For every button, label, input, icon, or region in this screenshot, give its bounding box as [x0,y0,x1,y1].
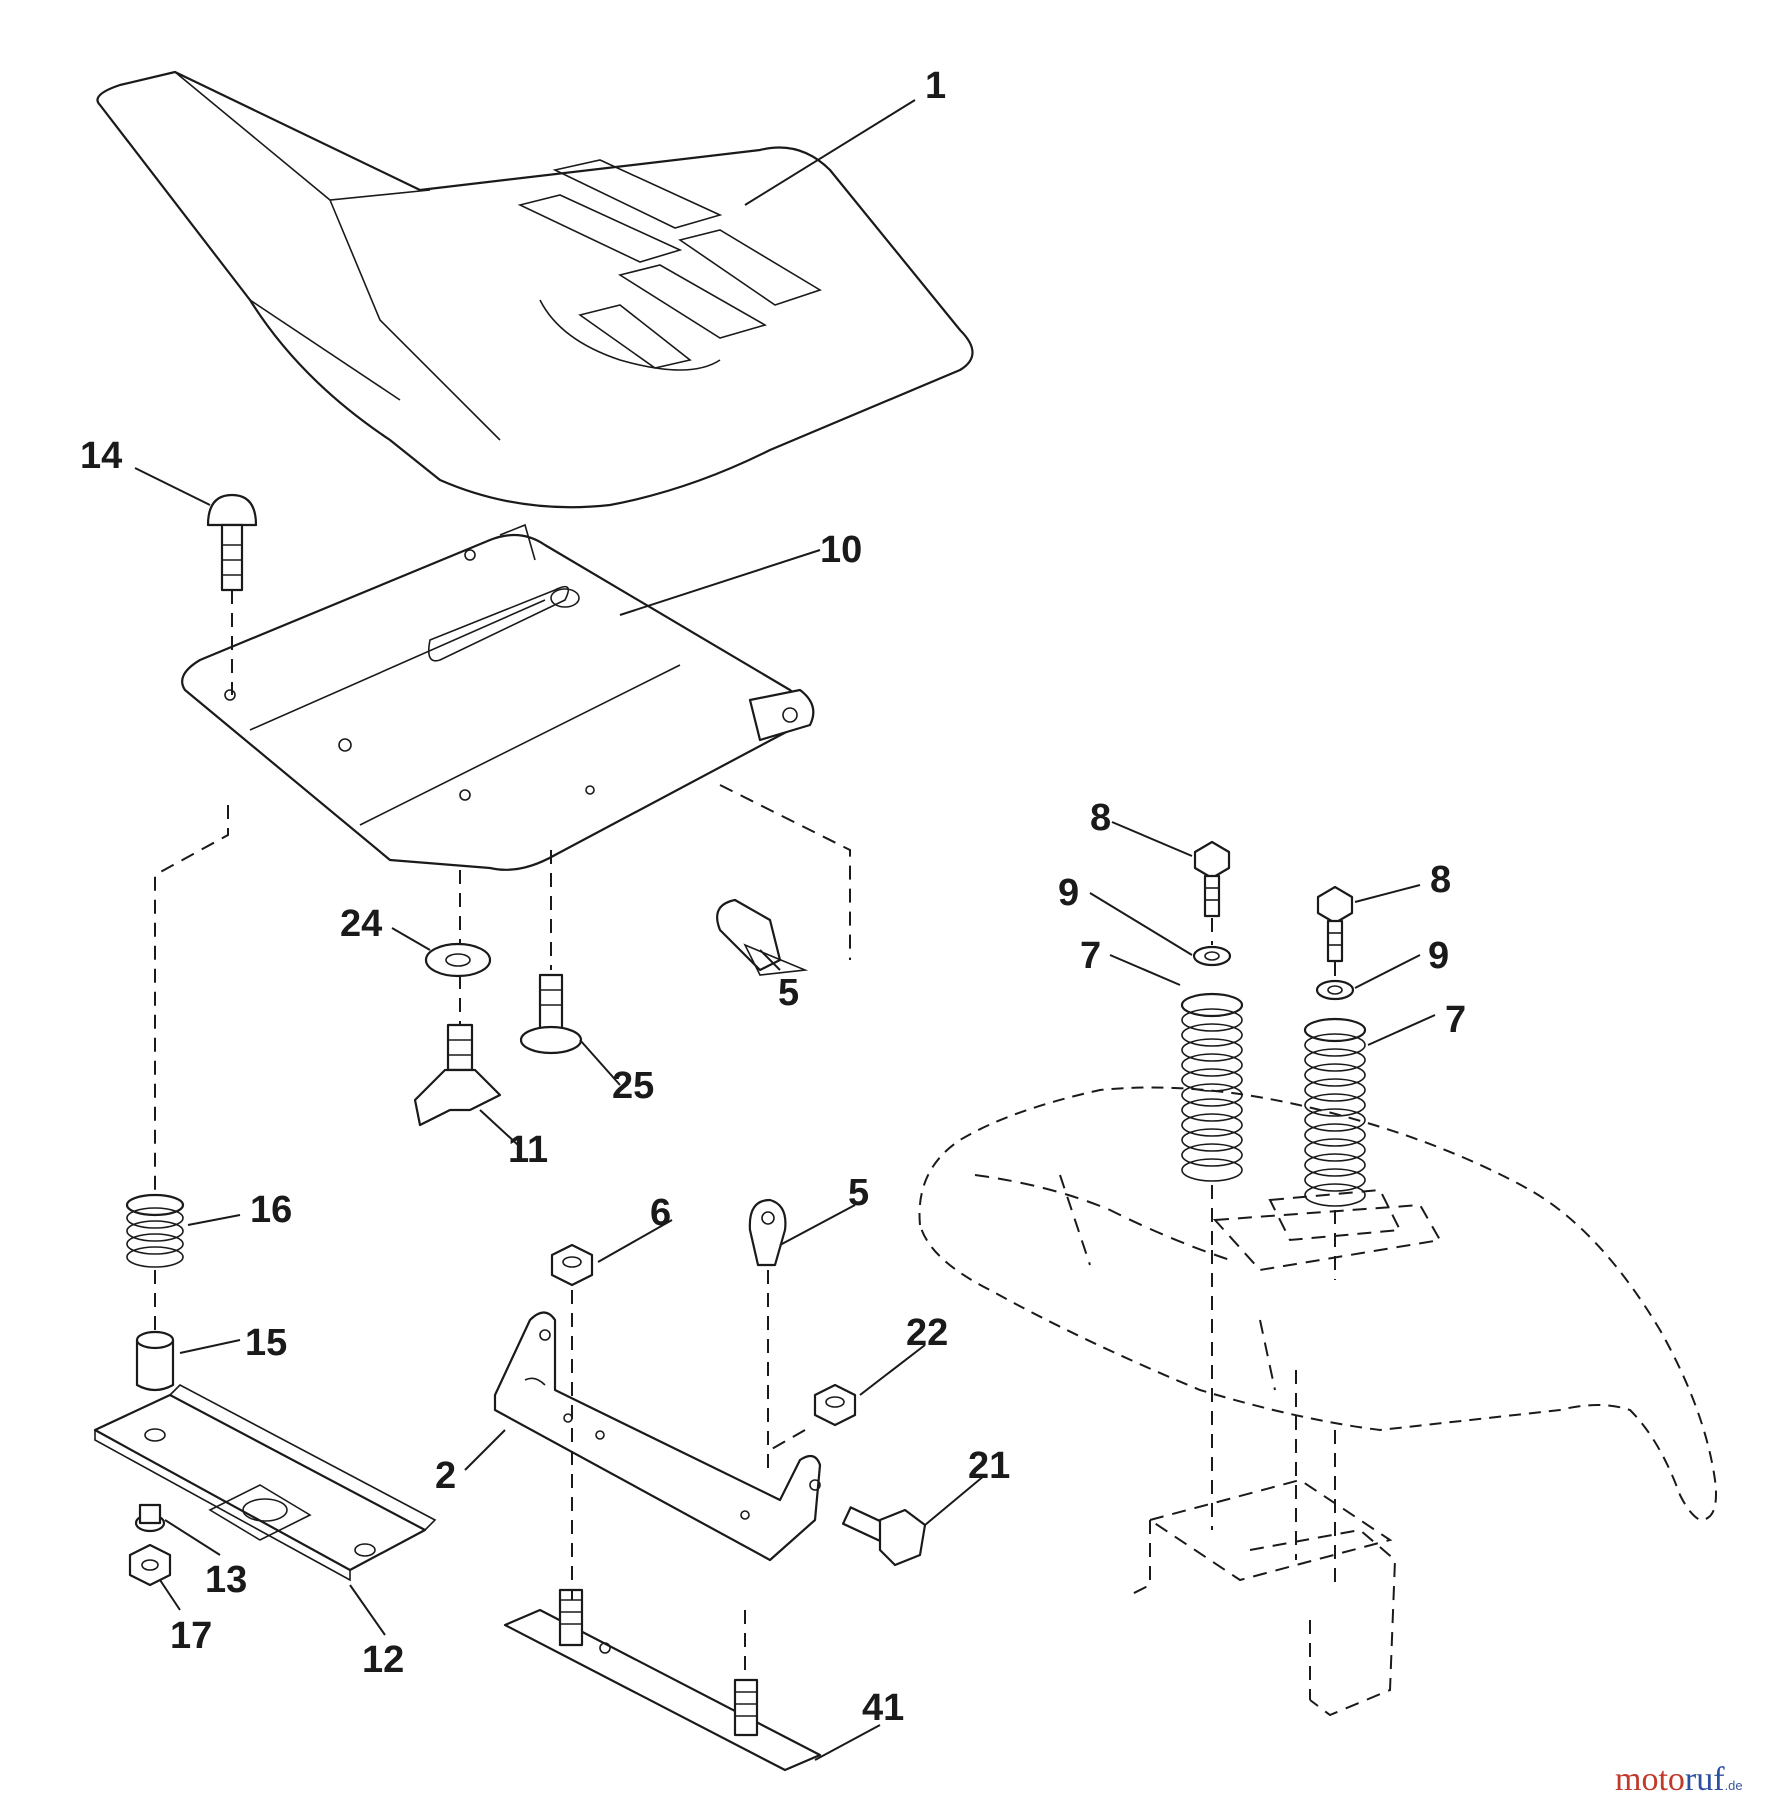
callout-24: 24 [340,903,382,945]
frame-bracket [1129,1250,1397,1717]
carriage-bolt [206,493,258,592]
callout-5-lower: 5 [848,1172,869,1214]
spring-left [1180,992,1244,1182]
assembly-lines [154,590,1336,1675]
stud-plate [503,1588,822,1772]
hex-bolt [841,1506,927,1567]
callout-25: 25 [612,1065,654,1107]
seat-pan [181,523,815,871]
washer [424,942,492,978]
spring-right [1303,1017,1367,1207]
callout-7-right: 7 [1445,999,1466,1041]
clip-upper [716,898,809,976]
callout-11: 11 [508,1129,548,1171]
callout-22: 22 [906,1312,948,1354]
callout-8-right: 8 [1430,859,1451,901]
callout-16: 16 [250,1189,292,1231]
watermark-part-2: ruf [1685,1761,1725,1798]
callout-21: 21 [968,1445,1010,1487]
nut-17 [128,1543,172,1587]
callout-8-left: 8 [1090,797,1111,839]
hex-nut-22 [813,1383,857,1427]
bolt-right [1316,885,1354,963]
callout-14: 14 [80,435,122,477]
callout-2: 2 [435,1455,456,1497]
bolt-left [1193,840,1231,918]
clip-lower [748,1198,787,1267]
watermark-logo: motoruf.de [1615,1761,1743,1798]
leader-lines [134,99,1436,1761]
callout-6: 6 [650,1192,671,1234]
l-bracket [493,1311,822,1562]
callout-7-left: 7 [1080,935,1101,977]
fender-outline [918,1086,1717,1522]
callout-5-upper: 5 [778,972,799,1014]
watermark-suffix: .de [1725,1778,1743,1793]
washer-right [1315,979,1355,1001]
callout-41: 41 [862,1687,904,1729]
washer-left [1192,945,1232,967]
callout-13: 13 [205,1559,247,1601]
callout-15: 15 [245,1322,287,1364]
shoulder-bolt [519,973,583,1055]
svg-text:motoruf.de: motoruf.de [1615,1761,1743,1798]
callout-9-right: 9 [1428,935,1449,977]
small-spring [125,1193,185,1268]
callout-10: 10 [820,529,862,571]
spacer [135,1330,175,1392]
callout-1: 1 [925,65,946,107]
nut-13 [134,1503,166,1533]
seat [96,70,974,509]
callout-9-left: 9 [1058,872,1079,914]
watermark-part-1: moto [1615,1761,1685,1798]
hex-nut [550,1243,594,1287]
bracket-plate [93,1384,437,1582]
callout-12: 12 [362,1639,404,1681]
callout-17: 17 [170,1615,212,1657]
knob [413,1023,502,1127]
